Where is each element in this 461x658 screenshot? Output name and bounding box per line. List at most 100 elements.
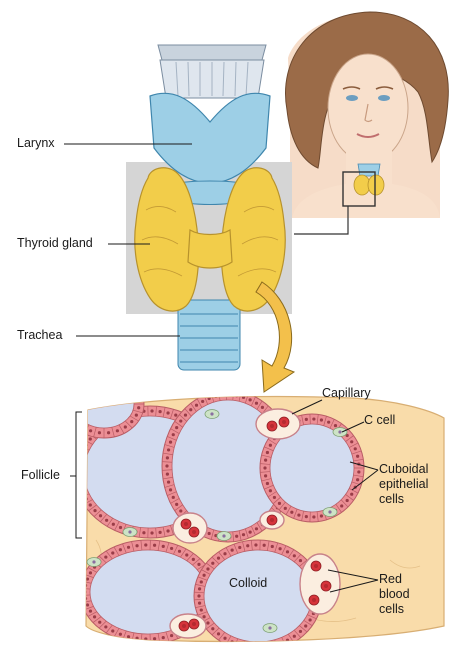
cell-nucleus (197, 563, 200, 566)
cell-nucleus (297, 513, 300, 516)
cell-nucleus (127, 546, 130, 549)
cell-nucleus (107, 374, 110, 377)
capillary (260, 511, 284, 529)
cell-nucleus (150, 531, 153, 534)
cell-nucleus (254, 543, 257, 546)
capillary-wall (173, 513, 207, 543)
cell-nucleus (89, 503, 92, 506)
cell-border (75, 461, 85, 463)
cell-nucleus (119, 633, 122, 636)
c-cell-nucleus (328, 510, 331, 513)
cell-nucleus (172, 496, 175, 499)
cell-nucleus (116, 376, 119, 379)
cell-nucleus (124, 379, 127, 382)
cell-nucleus (192, 558, 195, 561)
cell-nucleus (170, 634, 173, 637)
cell-border (75, 482, 85, 484)
cell-nucleus (82, 450, 85, 453)
cell-nucleus (293, 635, 296, 638)
cell-nucleus (135, 544, 138, 547)
cell-border (243, 641, 245, 651)
cell-border (133, 395, 143, 398)
cell-nucleus (217, 632, 220, 635)
cell-nucleus (166, 456, 169, 459)
c-cell-nucleus (92, 560, 95, 563)
cell-nucleus (137, 406, 140, 409)
red-line-3: cells (379, 602, 410, 617)
cell-nucleus (198, 587, 201, 590)
cell-nucleus (356, 478, 359, 481)
cell-nucleus (354, 447, 357, 450)
c-cell-nucleus (338, 430, 341, 433)
cell-nucleus (178, 550, 181, 553)
cell-nucleus (255, 402, 258, 405)
cell-nucleus (116, 429, 119, 432)
cell-nucleus (159, 531, 162, 534)
cell-nucleus (150, 409, 153, 412)
capillary (170, 614, 206, 638)
cell-nucleus (85, 497, 88, 500)
cell-nucleus (261, 406, 264, 409)
cell-border (251, 642, 252, 652)
red-blood-cell-center (270, 518, 274, 522)
cell-nucleus (79, 457, 82, 460)
cell-border (69, 416, 78, 421)
cell-border (94, 371, 97, 381)
cell-nucleus (264, 474, 267, 477)
cell-nucleus (299, 559, 302, 562)
cell-nucleus (221, 394, 224, 397)
cell-nucleus (174, 414, 177, 417)
cell-nucleus (93, 615, 96, 618)
cell-nucleus (169, 488, 172, 491)
cell-nucleus (308, 618, 311, 621)
cuboidal-line-2: epithelial (379, 477, 428, 492)
cell-border (76, 421, 83, 428)
red-blood-cell-center (314, 564, 318, 568)
thyroid-gland-label: Thyroid gland (17, 236, 93, 251)
cell-nucleus (235, 535, 238, 538)
cell-nucleus (217, 556, 220, 559)
cell-nucleus (269, 489, 272, 492)
cell-nucleus (238, 546, 241, 549)
cell-nucleus (166, 472, 169, 475)
cuboidal-line-1: Cuboidal (379, 462, 428, 477)
cell-nucleus (70, 391, 73, 394)
cell-nucleus (81, 425, 84, 428)
cell-nucleus (263, 466, 266, 469)
cell-nucleus (184, 413, 187, 416)
cell-nucleus (255, 527, 258, 530)
cell-nucleus (159, 410, 162, 413)
cell-nucleus (231, 549, 234, 552)
cell-nucleus (346, 499, 349, 502)
cell-nucleus (81, 379, 84, 382)
cell-nucleus (68, 399, 71, 402)
cell-nucleus (195, 404, 198, 407)
hyoid (158, 45, 266, 60)
cell-nucleus (104, 625, 107, 628)
cell-nucleus (201, 400, 204, 403)
cell-nucleus (206, 621, 209, 624)
cell-nucleus (89, 437, 92, 440)
cell-nucleus (75, 385, 78, 388)
cell-nucleus (320, 418, 323, 421)
cell-nucleus (284, 507, 287, 510)
red-blood-cell-center (182, 624, 186, 628)
cell-nucleus (111, 629, 114, 632)
cell-nucleus (340, 504, 343, 507)
colloid-label: Colloid (229, 576, 267, 591)
cell-nucleus (197, 594, 200, 597)
cell-nucleus (273, 496, 276, 499)
cell-nucleus (119, 548, 122, 551)
cell-nucleus (82, 491, 85, 494)
c-cell-nucleus (210, 412, 213, 415)
cell-nucleus (264, 459, 267, 462)
cell-nucleus (312, 515, 315, 518)
cell-nucleus (175, 426, 178, 429)
cell-nucleus (200, 608, 203, 611)
cell-nucleus (189, 408, 192, 411)
cell-nucleus (246, 544, 249, 547)
cell-nucleus (167, 448, 170, 451)
cell-border (267, 641, 269, 651)
cell-nucleus (305, 418, 308, 421)
cell-border (130, 387, 139, 392)
